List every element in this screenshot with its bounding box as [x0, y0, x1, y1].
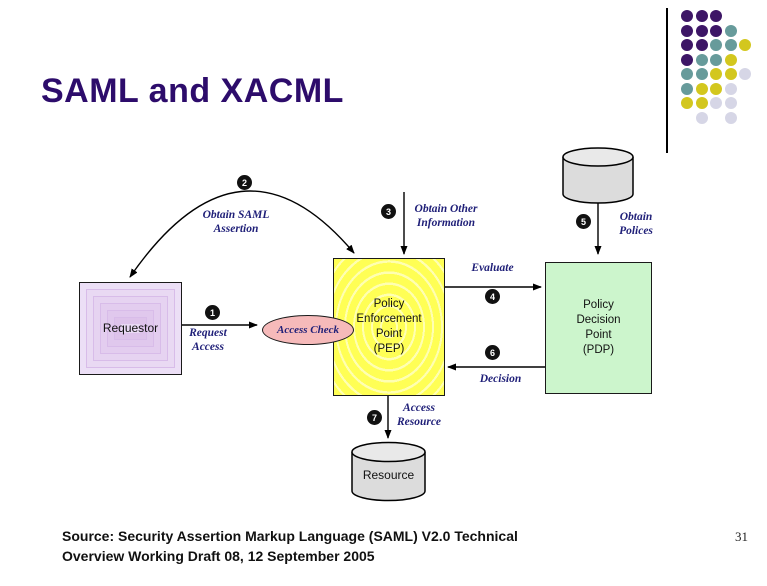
- decoration-dot: [710, 10, 723, 22]
- source-line-1: Source: Security Assertion Markup Langua…: [62, 528, 518, 544]
- decoration-dot: [724, 97, 737, 109]
- decorative-dot-grid: [681, 10, 761, 135]
- decoration-dot: [695, 97, 708, 109]
- decoration-dot: [695, 10, 708, 22]
- policy-store-cylinder: [562, 147, 634, 204]
- step-badge-4: 4: [485, 289, 500, 304]
- access-check-label: Access Check: [276, 324, 339, 336]
- label-evaluate: Evaluate: [471, 262, 514, 274]
- arrow-obtain-saml-assertion: [129, 190, 355, 278]
- decoration-dot: [724, 68, 737, 80]
- decoration-dot: [710, 68, 723, 80]
- decoration-dot: [710, 53, 723, 66]
- pep-label: Policy Enforcement Point (PEP): [356, 298, 422, 355]
- label-obtain-other: Obtain Other Information: [414, 203, 478, 229]
- decoration-dot: [710, 82, 723, 95]
- decoration-dot: [710, 39, 723, 51]
- decoration-dot: [695, 39, 708, 51]
- decoration-dot: [739, 68, 752, 80]
- requestor-label: Requestor: [102, 320, 159, 335]
- decoration-dot: [695, 68, 708, 80]
- decoration-dot: [681, 97, 693, 109]
- label-decision: Decision: [479, 373, 522, 385]
- decoration-dot: [739, 39, 752, 51]
- decoration-dot: [681, 24, 693, 37]
- label-access-resource: Access Resource: [396, 402, 442, 428]
- step-badge-7: 7: [367, 410, 382, 425]
- decoration-dot: [724, 111, 737, 124]
- resource-cylinder: [351, 441, 426, 502]
- decoration-dot: [724, 53, 737, 66]
- decoration-dot: [695, 82, 708, 95]
- requestor-node: Requestor: [79, 282, 182, 375]
- decoration-dot: [681, 39, 693, 51]
- decoration-dot: [695, 24, 708, 37]
- decoration-dot: [681, 10, 693, 22]
- label-request-access: Request Access: [189, 327, 227, 353]
- step-badge-3: 3: [381, 204, 396, 219]
- step-badge-1: 1: [205, 305, 220, 320]
- label-obtain-polices: Obtain Polices: [619, 211, 653, 237]
- step-badge-2: 2: [237, 175, 252, 190]
- decoration-dot: [681, 68, 693, 80]
- decoration-dot: [710, 24, 723, 37]
- decoration-dot: [681, 82, 693, 95]
- decoration-dot: [724, 39, 737, 51]
- page-number: 31: [735, 529, 748, 544]
- label-obtain-saml: Obtain SAML Assertion: [202, 209, 270, 235]
- decoration-dot: [695, 111, 708, 124]
- pdp-node: Policy Decision Point (PDP): [545, 262, 652, 394]
- step-badge-6: 6: [485, 345, 500, 360]
- decorative-vertical-line: [666, 8, 668, 153]
- pdp-label: Policy Decision Point (PDP): [576, 299, 621, 356]
- step-badge-5: 5: [576, 214, 591, 229]
- source-citation: Source: Security Assertion Markup Langua…: [62, 526, 622, 567]
- decoration-dot: [724, 24, 737, 37]
- decoration-dot: [724, 82, 737, 95]
- decoration-dot: [681, 53, 693, 66]
- access-check-ellipse: Access Check: [262, 315, 354, 345]
- slide-title: SAML and XACML: [41, 72, 344, 110]
- decoration-dot: [710, 97, 723, 109]
- resource-label: Resource: [362, 468, 415, 482]
- decoration-dot: [695, 53, 708, 66]
- source-line-2: Overview Working Draft 08, 12 September …: [62, 548, 375, 565]
